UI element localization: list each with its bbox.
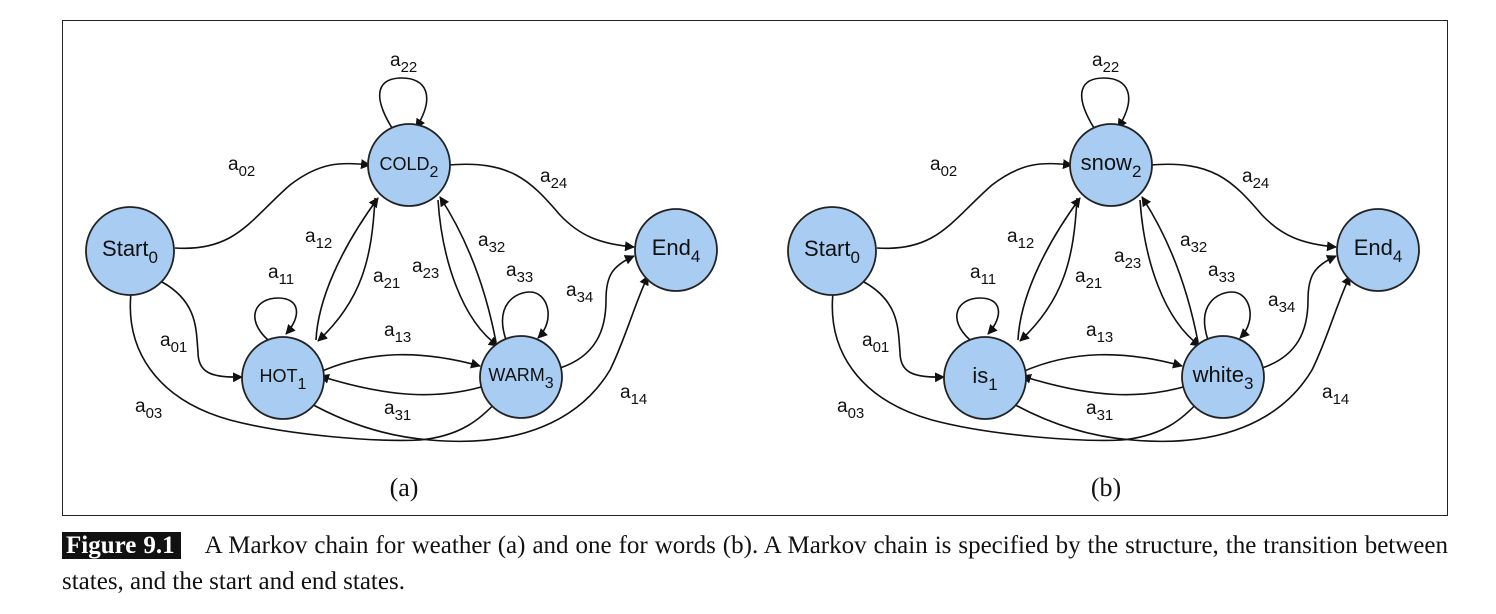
- edge-a22: [378, 77, 428, 129]
- edge-label-a11: a11: [268, 262, 294, 288]
- edge-a14: [1009, 275, 1351, 443]
- edge-a23: [437, 199, 499, 347]
- edge-label-a13: a13: [384, 320, 411, 346]
- node-start: Start0: [85, 206, 175, 296]
- edge-label-a33: a33: [1208, 260, 1235, 286]
- node-hot: HOT1: [241, 336, 325, 420]
- edge-a34: [559, 255, 635, 369]
- edge-a11: [254, 297, 298, 341]
- edge-a24: [1149, 163, 1337, 252]
- svg-text:COLD2: COLD2: [380, 154, 439, 181]
- edge-label-a22: a22: [390, 50, 417, 76]
- svg-text:End4: End4: [652, 235, 701, 266]
- edge-label-a34: a34: [1268, 290, 1295, 316]
- edge-label-a01: a01: [862, 330, 889, 356]
- edge-label-a33: a33: [506, 260, 533, 286]
- svg-text:Start0: Start0: [102, 236, 158, 267]
- edge-label-a02: a02: [228, 154, 255, 180]
- edge-label-a22: a22: [1092, 50, 1119, 76]
- edge-label-a13: a13: [1086, 320, 1113, 346]
- node-cold: COLD2: [367, 123, 451, 207]
- panel-a: a22 a02 a24 a12 a21 a23 a32 a11 a33 a34 …: [85, 50, 718, 502]
- edge-a12: [315, 197, 379, 341]
- svg-text:HOT1: HOT1: [260, 366, 307, 393]
- edge-label-a02: a02: [930, 154, 957, 180]
- edge-label-a01: a01: [160, 330, 187, 356]
- edge-label-a32: a32: [478, 230, 505, 256]
- edge-a02: [876, 159, 1073, 250]
- svg-text:white3: white3: [1192, 362, 1254, 393]
- edge-label-a12: a12: [1007, 226, 1034, 252]
- edge-label-a31: a31: [1086, 398, 1113, 424]
- panel-label-b: (b): [1091, 473, 1121, 502]
- figure-label: Figure 9.1: [62, 532, 181, 559]
- panel-label-a: (a): [390, 473, 419, 502]
- caption-text: A Markov chain for weather (a) and one f…: [62, 532, 1448, 595]
- edge-label-a14: a14: [620, 382, 647, 408]
- svg-text:End4: End4: [1354, 235, 1403, 266]
- node-start: Start0: [787, 206, 877, 296]
- edge-label-a34: a34: [566, 280, 593, 306]
- edge-a03: [831, 284, 1201, 442]
- edge-a21: [317, 197, 376, 342]
- edge-label-a21: a21: [373, 266, 400, 292]
- edge-label-a31: a31: [384, 398, 411, 424]
- edge-a01: [161, 281, 243, 383]
- svg-text:WARM3: WARM3: [488, 365, 553, 392]
- node-is: is1: [943, 336, 1027, 420]
- edge-a33: [501, 291, 549, 341]
- edge-a14: [307, 275, 649, 443]
- edge-label-a24: a24: [540, 166, 567, 192]
- edge-a31: [1021, 373, 1191, 396]
- edge-label-a32: a32: [1180, 230, 1207, 256]
- edge-a13: [1021, 353, 1183, 373]
- edge-a13: [319, 353, 481, 373]
- edge-a32: [1141, 196, 1199, 343]
- svg-text:is1: is1: [972, 363, 997, 394]
- node-end: End4: [634, 208, 718, 292]
- edge-label-a14: a14: [1322, 382, 1349, 408]
- edge-a22: [1080, 77, 1130, 129]
- edge-label-a03: a03: [837, 396, 864, 422]
- edge-label-a12: a12: [305, 226, 332, 252]
- edge-label-a03: a03: [135, 396, 162, 422]
- edge-a11: [956, 297, 1000, 341]
- svg-text:snow2: snow2: [1081, 150, 1142, 181]
- node-snow: snow2: [1069, 123, 1153, 207]
- edge-a34: [1261, 255, 1337, 369]
- edge-a12: [1017, 197, 1081, 341]
- node-end: End4: [1336, 208, 1420, 292]
- edge-label-a23: a23: [412, 256, 439, 282]
- figure-frame: [62, 20, 1448, 516]
- edge-label-a24: a24: [1242, 166, 1269, 192]
- edge-a24: [447, 163, 635, 252]
- node-warm: WARM3: [479, 335, 563, 419]
- edge-a02: [174, 159, 371, 250]
- edge-a01: [863, 281, 945, 383]
- svg-text:Start0: Start0: [804, 236, 860, 267]
- node-white: white3: [1181, 335, 1265, 419]
- edge-a03: [129, 284, 499, 442]
- edge-label-a11: a11: [970, 262, 996, 288]
- edge-a23: [1139, 199, 1201, 347]
- edge-a21: [1019, 197, 1078, 342]
- markov-chain-diagram: a22 a02 a24 a12 a21 a23 a32 a11 a33 a34 …: [85, 50, 1420, 502]
- edge-a33: [1203, 291, 1251, 341]
- edge-a32: [439, 196, 497, 343]
- panel-b: a22 a02 a24 a12 a21 a23 a32 a11 a33 a34 …: [787, 50, 1420, 502]
- edge-label-a21: a21: [1075, 266, 1102, 292]
- edge-label-a23: a23: [1114, 246, 1141, 272]
- edge-a31: [319, 373, 489, 396]
